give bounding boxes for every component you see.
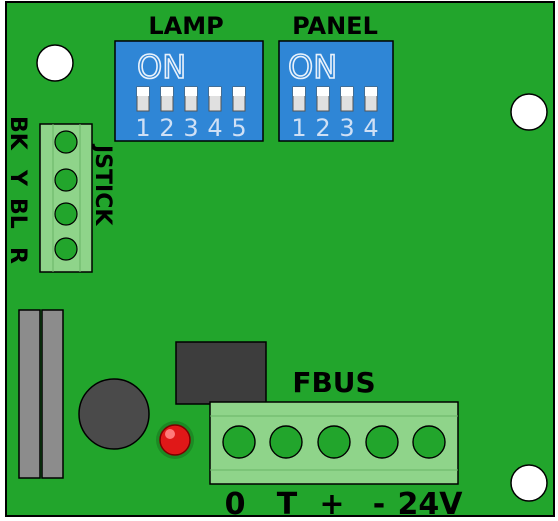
joystick-pin-holes bbox=[54, 130, 78, 261]
panel-switch-number: 2 bbox=[315, 114, 330, 142]
panel-switch-title: PANEL bbox=[292, 12, 378, 40]
joystick-pin-label: R bbox=[5, 247, 30, 264]
lamp-switch-number: 5 bbox=[231, 114, 246, 142]
lamp-switch-number: 1 bbox=[135, 114, 150, 142]
joystick-pin-hole bbox=[54, 130, 78, 154]
joystick-pin-label: Y bbox=[5, 169, 30, 187]
buzzer bbox=[78, 378, 150, 450]
relay-strip-right bbox=[41, 309, 64, 479]
joystick-connector: BK Y BL R JSTICK bbox=[5, 116, 115, 273]
fbus-terminal-label: - bbox=[373, 487, 385, 521]
joystick-pin-label: BK bbox=[5, 116, 30, 151]
lamp-switch-title: LAMP bbox=[148, 12, 223, 40]
fbus-terminal-label: 0 bbox=[225, 487, 246, 521]
mounting-hole-top-left bbox=[36, 44, 74, 82]
relay-component bbox=[18, 309, 64, 479]
panel-on-label: ON bbox=[288, 48, 337, 86]
joystick-connector-label: JSTICK bbox=[90, 143, 115, 226]
fbus-terminal-hole bbox=[365, 425, 399, 459]
panel-switch-number: 4 bbox=[363, 114, 378, 142]
relay-strip-left bbox=[18, 309, 41, 479]
fbus-terminal-label: + bbox=[319, 487, 344, 521]
joystick-pin-hole bbox=[54, 237, 78, 261]
fbus-terminal-hole bbox=[269, 425, 303, 459]
fbus-title: FBUS bbox=[292, 366, 375, 399]
lamp-switch-toggles bbox=[136, 86, 246, 112]
fbus-terminal-label: 24V bbox=[398, 487, 464, 521]
mounting-hole-top-right bbox=[510, 93, 548, 131]
fbus-terminal-label: T bbox=[277, 487, 298, 521]
lamp-on-label: ON bbox=[137, 48, 186, 86]
joystick-pin-hole bbox=[54, 202, 78, 226]
fbus-terminal-hole bbox=[317, 425, 351, 459]
lamp-switch-number: 2 bbox=[159, 114, 174, 142]
fbus-terminal-hole bbox=[222, 425, 256, 459]
ic-block bbox=[175, 341, 267, 405]
lamp-switch-number: 3 bbox=[183, 114, 198, 142]
led-lens bbox=[159, 424, 191, 456]
red-led bbox=[156, 421, 194, 459]
joystick-pin-hole bbox=[54, 168, 78, 192]
panel-switch-number: 3 bbox=[339, 114, 354, 142]
fbus-terminal-hole bbox=[412, 425, 446, 459]
joystick-pin-labels: BK Y BL R bbox=[5, 116, 30, 264]
panel-switch-number: 1 bbox=[291, 114, 306, 142]
panel-switch-toggles bbox=[292, 86, 378, 112]
mounting-hole-bottom-right bbox=[510, 464, 548, 502]
joystick-pin-label: BL bbox=[5, 198, 30, 229]
fbus-terminal-holes bbox=[222, 425, 446, 459]
lamp-switch-number: 4 bbox=[207, 114, 222, 142]
